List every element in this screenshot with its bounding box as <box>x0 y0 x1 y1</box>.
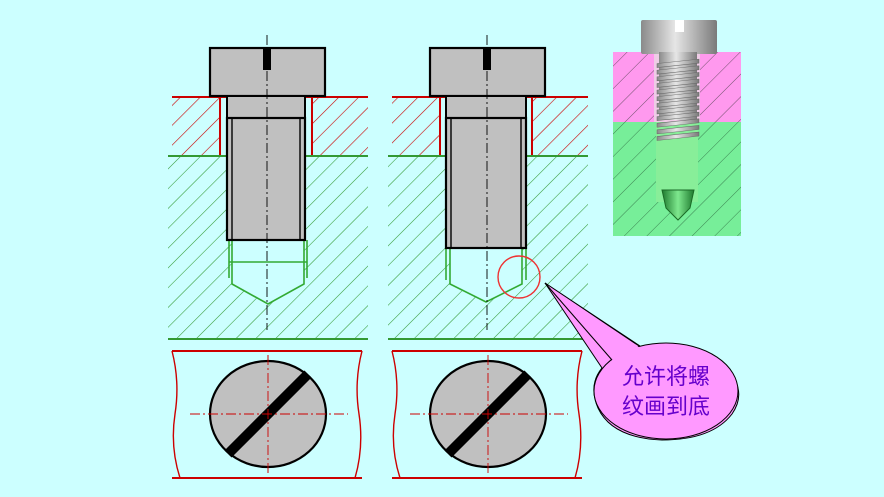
thread-ridge <box>656 72 700 82</box>
screw-3d-illustration <box>613 20 741 236</box>
thread-ridge <box>656 78 700 88</box>
thread-ridge <box>656 65 700 75</box>
thread-ridge <box>656 85 700 95</box>
left-section-view <box>168 35 368 340</box>
thread-ridge <box>656 131 700 141</box>
thread-ridge <box>656 58 700 68</box>
thread-ridge <box>656 125 700 135</box>
screw-threads <box>656 58 700 141</box>
callout-line-2: 纹画到底 <box>622 395 710 420</box>
highlight-circle <box>497 255 541 299</box>
middle-top-view <box>391 350 583 479</box>
thread-ridge <box>656 98 700 108</box>
callout-bubble: 允许将螺 纹画到底 <box>544 282 740 441</box>
thread-ridge <box>656 105 700 115</box>
callout-line-1: 允许将螺 <box>622 365 710 390</box>
thread-ridge <box>656 92 700 101</box>
middle-section-view <box>388 35 588 340</box>
thread-ridge <box>656 118 700 128</box>
left-screw <box>208 46 327 242</box>
left-top-view <box>171 350 363 479</box>
thread-ridge <box>656 111 700 121</box>
middle-screw <box>428 46 547 250</box>
